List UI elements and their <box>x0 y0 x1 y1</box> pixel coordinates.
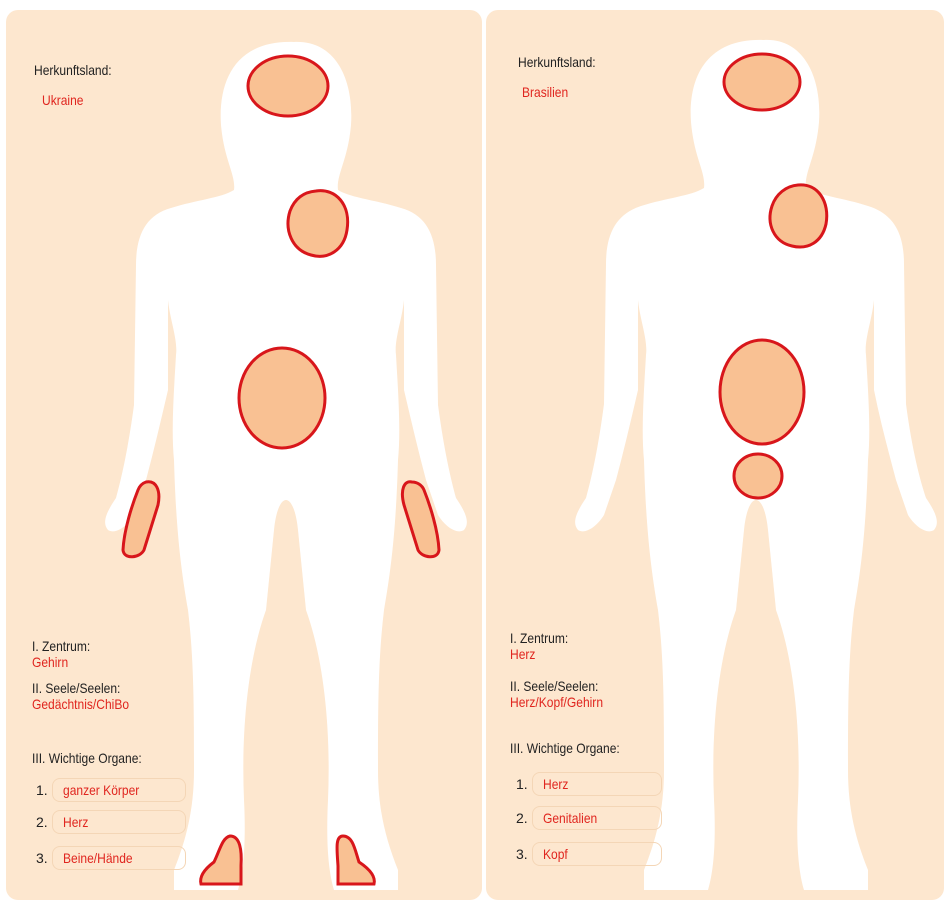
human-body-silhouette <box>105 42 467 890</box>
organ-row-1: 1. Herz <box>516 772 662 796</box>
body-figure-ukraine <box>6 10 482 900</box>
organ-box: Herz <box>532 772 662 796</box>
origin-value: Brasilien <box>522 84 568 100</box>
organ-number: 3. <box>36 850 52 866</box>
organ-number: 2. <box>516 810 532 826</box>
soul-value: Herz/Kopf/Gehirn <box>510 694 603 710</box>
organ-row-1: 1. ganzer Körper <box>36 778 186 802</box>
organ-row-3: 3. Beine/Hände <box>36 846 186 870</box>
center-value: Gehirn <box>32 654 68 670</box>
organ-number: 1. <box>36 782 52 798</box>
organ-box: ganzer Körper <box>52 778 186 802</box>
heart-highlight <box>288 191 348 257</box>
genitals-highlight <box>734 454 782 498</box>
soul-value: Gedächtnis/ChiBo <box>32 696 129 712</box>
heart-highlight <box>770 185 827 247</box>
organ-box: Beine/Hände <box>52 846 186 870</box>
organ-box: Genitalien <box>532 806 662 830</box>
organ-name: Herz <box>543 776 568 792</box>
organ-number: 1. <box>516 776 532 792</box>
organ-number: 2. <box>36 814 52 830</box>
origin-label: Herkunftsland: <box>518 54 596 70</box>
organ-number: 3. <box>516 846 532 862</box>
organ-box: Kopf <box>532 842 662 866</box>
body-figure-brasilien <box>486 10 944 900</box>
center-label: I. Zentrum: <box>32 638 90 654</box>
center-label: I. Zentrum: <box>510 630 568 646</box>
head-highlight <box>248 56 328 116</box>
organ-row-3: 3. Kopf <box>516 842 662 866</box>
center-value: Herz <box>510 646 535 662</box>
organ-row-2: 2. Genitalien <box>516 806 662 830</box>
organ-name: ganzer Körper <box>63 782 139 798</box>
soul-label: II. Seele/Seelen: <box>510 678 598 694</box>
abdomen-highlight <box>720 340 804 444</box>
panel-ukraine: Herkunftsland: Ukraine I. Zentrum: Gehir… <box>6 10 482 900</box>
organs-label: III. Wichtige Organe: <box>510 740 620 756</box>
organ-box: Herz <box>52 810 186 834</box>
organ-name: Herz <box>63 814 88 830</box>
organ-name: Beine/Hände <box>63 850 133 866</box>
origin-value: Ukraine <box>42 92 83 108</box>
abdomen-highlight <box>239 348 325 448</box>
panel-brasilien: Herkunftsland: Brasilien I. Zentrum: Her… <box>486 10 944 900</box>
organs-label: III. Wichtige Organe: <box>32 750 142 766</box>
soul-label: II. Seele/Seelen: <box>32 680 120 696</box>
organ-row-2: 2. Herz <box>36 810 186 834</box>
origin-label: Herkunftsland: <box>34 62 112 78</box>
organ-name: Kopf <box>543 846 568 862</box>
organ-name: Genitalien <box>543 810 597 826</box>
head-highlight <box>724 54 800 110</box>
